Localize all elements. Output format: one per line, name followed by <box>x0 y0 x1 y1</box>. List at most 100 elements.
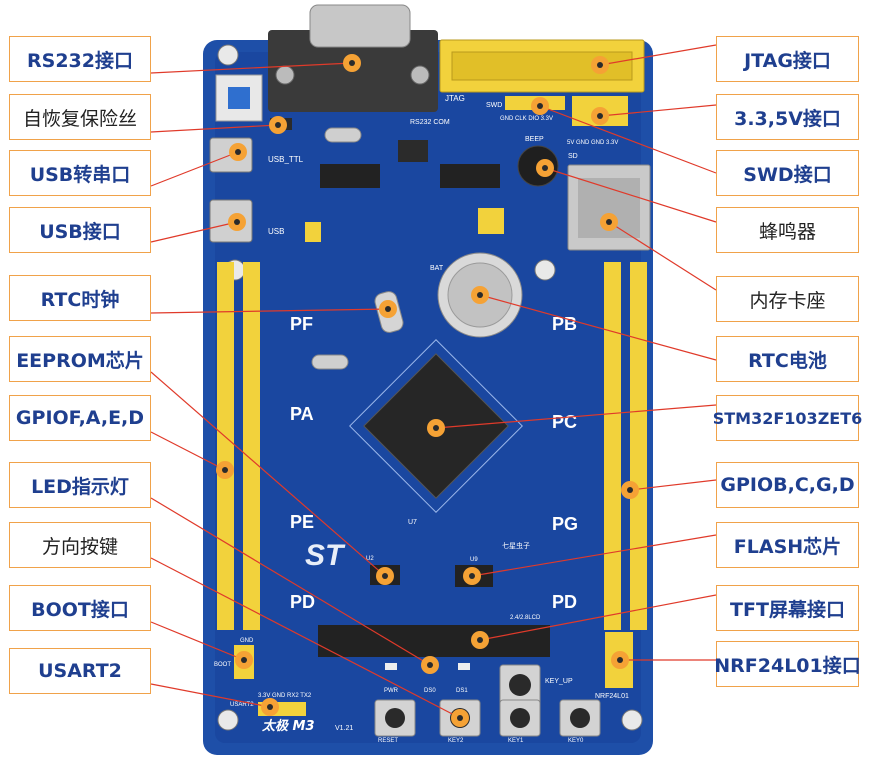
callout-buzzer: 蜂鸣器 <box>716 207 859 253</box>
leader-line-flash <box>471 534 717 577</box>
callout-nrf: NRF24L01接口 <box>714 641 861 687</box>
port-pd-right: PD <box>552 592 577 612</box>
usb-silkscreen: USB <box>268 227 284 236</box>
callout-swd-text: SWD接口 <box>743 163 832 186</box>
marker-dot-usb-ttl <box>235 149 241 155</box>
led-ds1 <box>458 663 470 670</box>
power-pin-labels: 5V GND GND 3.3V <box>567 140 618 146</box>
callout-eeprom: EEPROM芯片 <box>9 336 151 382</box>
usb-ttl-silkscreen: USB_TTL <box>268 155 304 164</box>
callout-jtag: JTAG接口 <box>716 36 859 82</box>
callout-keys: 方向按键 <box>9 522 151 568</box>
callout-usb-ttl: USB转串口 <box>9 150 151 196</box>
callout-jtag-text: JTAG接口 <box>744 49 831 72</box>
marker-dot-nrf <box>617 657 623 663</box>
callout-gpio-right-text: GPIOB,C,G,D <box>720 474 855 496</box>
marker-dot-boot <box>241 657 247 663</box>
marker-dot-rtc-bat <box>477 292 483 298</box>
reset-silkscreen: RESET <box>378 738 398 744</box>
callout-rtc-clock-text: RTC时钟 <box>40 288 120 311</box>
marker-dot-gpio-right <box>627 487 633 493</box>
leader-line-sd <box>608 221 717 291</box>
leader-line-rtc-bat <box>479 294 717 361</box>
callout-usb-ttl-text: USB转串口 <box>29 163 131 186</box>
callout-rtc-battery-text: RTC电池 <box>748 349 827 372</box>
led-pwr <box>385 663 397 670</box>
leader-line-tft <box>479 594 717 641</box>
marker-dot-swd <box>537 103 543 109</box>
leader-line-rs232 <box>150 62 353 74</box>
port-pd: PD <box>290 592 315 612</box>
callout-usb-text: USB接口 <box>39 220 121 243</box>
key2-silkscreen: KEY2 <box>448 738 464 744</box>
mount-hole-bl <box>217 709 239 731</box>
callout-usb: USB接口 <box>9 207 151 253</box>
callout-flash-text: FLASH芯片 <box>733 535 842 558</box>
callout-fuse-text: 自恢复保险丝 <box>22 107 137 130</box>
marker-dot-buzzer <box>542 165 548 171</box>
leader-line-fuse <box>150 124 279 133</box>
left-header-outer <box>217 262 234 630</box>
swd-pin-labels: GND CLK DIO 3.3V <box>500 116 553 122</box>
boot-silkscreen: BOOT <box>214 662 231 668</box>
usart2-silkscreen: USART2 <box>230 702 254 708</box>
callout-buzzer-text: 蜂鸣器 <box>758 220 816 243</box>
tft-header <box>318 625 550 657</box>
mcu-silkscreen: U7 <box>408 519 417 526</box>
marker-dot-led <box>427 662 433 668</box>
key0-cap <box>570 708 590 728</box>
callout-eeprom-text: EEPROM芯片 <box>16 349 144 372</box>
pwr-silkscreen: PWR <box>384 688 399 694</box>
leader-line-usb-ttl <box>150 151 239 187</box>
callout-boot: BOOT接口 <box>9 585 151 631</box>
marker-dot-rs232 <box>349 60 355 66</box>
marker-dot-gpio-left <box>222 467 228 473</box>
st-logo: ST <box>305 539 346 572</box>
left-header-inner <box>243 262 260 630</box>
callout-tft: TFT屏幕接口 <box>716 585 859 631</box>
ch340-chip <box>320 164 380 188</box>
marker-dot-keys <box>457 715 463 721</box>
callout-boot-text: BOOT接口 <box>31 598 129 621</box>
leader-line-led <box>150 497 431 666</box>
callout-rtc-battery: RTC电池 <box>716 336 859 382</box>
crystal-top <box>324 127 362 143</box>
key1-silkscreen: KEY1 <box>508 738 524 744</box>
eeprom-silkscreen: U2 <box>366 556 374 562</box>
lcd-silkscreen: 2.4/2.8LCD <box>510 615 541 621</box>
callout-rtc-clock: RTC时钟 <box>9 275 151 321</box>
leader-line-eeprom <box>150 371 386 577</box>
marker-dot-rtc-clock <box>385 306 391 312</box>
callout-nrf-text: NRF24L01接口 <box>714 654 861 677</box>
leader-line-jtag <box>599 44 717 66</box>
usart2-pin-labels: 3.3V GND RX2 TX2 <box>258 693 312 699</box>
brand-silkscreen: 七星虫子 <box>502 541 530 550</box>
callout-flash: FLASH芯片 <box>716 522 859 568</box>
power-switch-cap <box>228 87 250 109</box>
marker-dot-jtag <box>597 62 603 68</box>
ds0-silkscreen: DS0 <box>424 688 436 694</box>
jtag-silkscreen: JTAG <box>445 94 465 103</box>
marker-dot-flash <box>469 573 475 579</box>
crystal-main <box>311 354 349 370</box>
board-version: V1.21 <box>335 725 353 732</box>
swd-silkscreen: SWD <box>486 102 502 109</box>
mcu-outline <box>349 339 523 513</box>
leader-line-power <box>599 104 717 117</box>
callout-sd: 内存卡座 <box>716 276 859 322</box>
port-pa: PA <box>290 404 314 424</box>
callout-power-text: 3.3,5V接口 <box>734 107 841 130</box>
callout-tft-text: TFT屏幕接口 <box>730 598 845 621</box>
callout-keys-text: 方向按键 <box>41 535 118 558</box>
port-pb: PB <box>552 314 577 334</box>
callout-power: 3.3,5V接口 <box>716 94 859 140</box>
callout-fuse: 自恢复保险丝 <box>9 94 151 140</box>
marker-dot-tft <box>477 637 483 643</box>
leader-line-mcu <box>435 404 717 429</box>
callout-rs232: RS232接口 <box>9 36 151 82</box>
mount-hole-br <box>621 709 643 731</box>
sd-silkscreen: SD <box>568 153 578 160</box>
leader-line-usb <box>150 221 238 243</box>
callout-mcu: STM32F103ZET6 <box>713 395 862 441</box>
